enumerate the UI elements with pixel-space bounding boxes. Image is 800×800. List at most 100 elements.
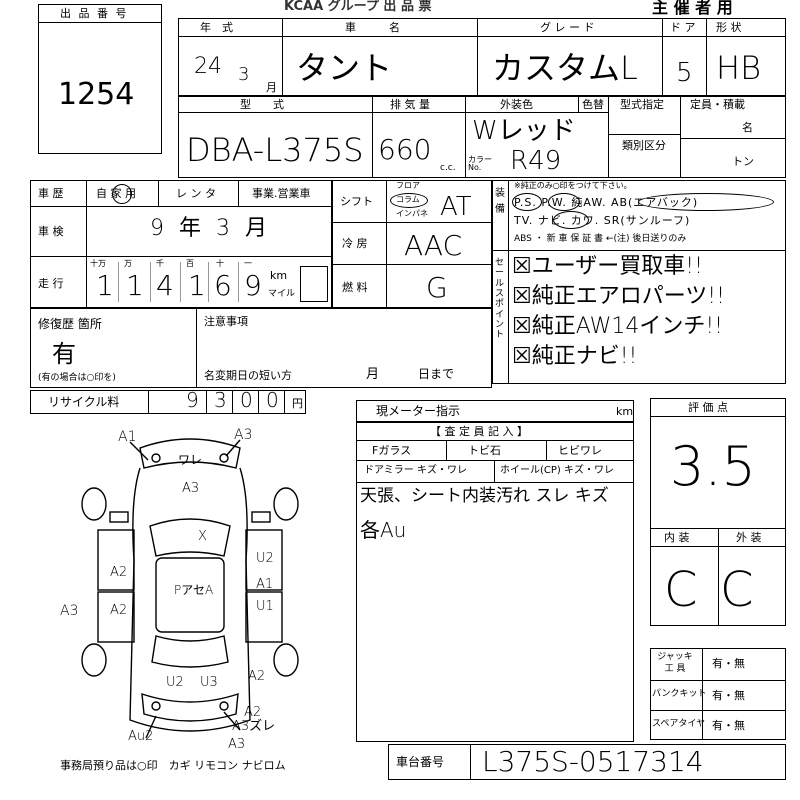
diagram-mark-2: ワレ	[178, 453, 203, 467]
repair-value: 有	[52, 340, 76, 368]
mileage-unit-4: 十	[216, 259, 224, 268]
equipment-line3: ABS ・ 新 車 保 証 書 ←(注) 後日送りのみ	[514, 234, 687, 244]
puncture-label: パンクキット	[652, 689, 707, 699]
mileage-unit-5: 一	[244, 259, 252, 268]
office-note: 事務局預り品は○印 カギ リモコン ナビロム	[60, 759, 286, 772]
notes-short-date-label: 名変期日の短い方	[204, 369, 292, 382]
glass-value: トビ石	[468, 444, 501, 457]
shift-value: AT	[440, 192, 472, 222]
interior-value: C	[664, 562, 698, 618]
meter-km: km	[616, 405, 634, 418]
group-title: KCAA グループ 出 品 票	[284, 0, 432, 14]
mileage-unit-1: 万	[124, 259, 132, 268]
history-option-rental: レ ン タ	[176, 187, 216, 200]
repair-label: 修復歴 箇所	[38, 317, 102, 331]
month-unit: 月	[266, 81, 277, 94]
diagram-mark-14: A2	[248, 669, 266, 684]
equipment-circle-pw	[548, 193, 580, 211]
ac-value: AAC	[404, 229, 463, 262]
sales-point-4: ☒純正ナビ!!	[512, 344, 638, 369]
recycle-digit-0: 9	[186, 388, 199, 412]
diagram-mark-5: A2	[110, 565, 128, 580]
jack-label: ジャッキ 工 具	[657, 652, 693, 674]
fuel-value: G	[426, 271, 448, 304]
diagram-mark-8: U2	[256, 551, 274, 566]
type-label: 型 式	[240, 98, 284, 111]
glass-label: Fガラス	[372, 444, 412, 457]
mileage-digit-5: 9	[244, 269, 262, 302]
lot-number-box	[38, 4, 162, 154]
diagram-mark-9: A1	[256, 577, 274, 592]
grade-value: カスタムL	[492, 49, 638, 87]
sales-point-1: ☒ユーザー買取車!!	[512, 254, 703, 279]
shift-block	[332, 180, 492, 308]
lot-number-label: 出 品 番 号	[60, 7, 129, 20]
meter-block	[356, 400, 634, 422]
color-label: 外装色	[500, 98, 533, 111]
shape-label: 形 状	[716, 21, 742, 34]
year-label: 年 式	[200, 21, 233, 34]
sales-point-2: ☒純正エアロパーツ!!	[512, 284, 725, 309]
tools-block	[650, 648, 786, 740]
history-block	[30, 180, 332, 308]
history-selected-mark	[112, 184, 132, 204]
rating-value: 3.5	[670, 435, 756, 498]
equipment-circle-navi	[553, 211, 589, 229]
color-value: Wレッド	[472, 116, 576, 146]
recycle-label: リサイクル料	[48, 395, 120, 409]
chassis-label: 車台番号	[396, 755, 445, 769]
puncture-options: 有・無	[712, 689, 745, 702]
equipment-circle-ab	[638, 193, 774, 211]
shift-option-floor: フロア	[396, 181, 420, 190]
jack-options: 有・無	[712, 657, 745, 670]
mileage-digit-1: 1	[126, 269, 144, 302]
persons-unit: 名	[742, 121, 753, 134]
lot-number: 1254	[58, 77, 135, 112]
sales-points-label: セールスポイント	[495, 258, 505, 341]
shift-label: シフト	[340, 195, 373, 208]
inspector-comment-2: 各Au	[360, 518, 407, 542]
history-option-commercial: 事業.営業車	[252, 187, 311, 200]
shape-value: HB	[716, 49, 762, 87]
mirror-label: ドアミラー キズ・ワレ	[364, 465, 467, 476]
inspector-comment-1: 天張、シート内装汚れ スレ キズ	[360, 486, 609, 506]
diagram-mark-16: A3ズレ	[232, 719, 276, 734]
ac-label: 冷 房	[342, 237, 368, 250]
mileage-label: 走 行	[38, 277, 64, 290]
diagram-mark-11: PアセA	[174, 583, 214, 597]
doors-value: 5	[676, 58, 693, 88]
mile-label: マイル	[268, 289, 296, 299]
diagram-mark-18: A3	[228, 737, 246, 752]
repair-note: (有の場合は○印を)	[38, 373, 116, 383]
diagram-mark-7: A3	[60, 603, 79, 619]
vehicle-info-row1	[178, 18, 786, 96]
exterior-value: C	[720, 562, 754, 618]
diagram-mark-3: A3	[182, 481, 200, 496]
diagram-mark-13: U3	[200, 675, 218, 690]
chassis-block	[388, 744, 786, 780]
diagram-mark-6: A2	[110, 603, 128, 618]
km-label: km	[270, 269, 288, 282]
diagram-mark-0: A1	[118, 429, 137, 445]
organizer-label: 主 催 者 用	[652, 0, 733, 17]
inspector-block	[356, 422, 634, 742]
tons-unit: トン	[732, 155, 754, 168]
color-no-label: カラー No.	[468, 155, 492, 172]
interior-label: 内 装	[664, 531, 690, 544]
chassis-value: L375S-0517314	[482, 745, 704, 778]
doors-label: ド ア	[670, 21, 696, 34]
recycle-digit-1: 3	[214, 388, 227, 412]
year-value: 24	[194, 54, 222, 79]
repair-block	[30, 308, 492, 388]
category-label: 類別区分	[622, 139, 666, 152]
mile-checkbox	[300, 266, 328, 302]
mileage-unit-2: 千	[156, 259, 164, 268]
inspection-label: 車 検	[38, 225, 64, 238]
color-no-value: R49	[510, 146, 562, 176]
vehicle-info-row2	[178, 96, 786, 178]
month-value: 3	[238, 64, 250, 85]
notes-day-label: 日まで	[418, 367, 455, 381]
recycle-yen: 円	[292, 397, 303, 410]
recycle-digit-3: 0	[266, 388, 279, 412]
color-change-label: 色替	[582, 98, 604, 111]
